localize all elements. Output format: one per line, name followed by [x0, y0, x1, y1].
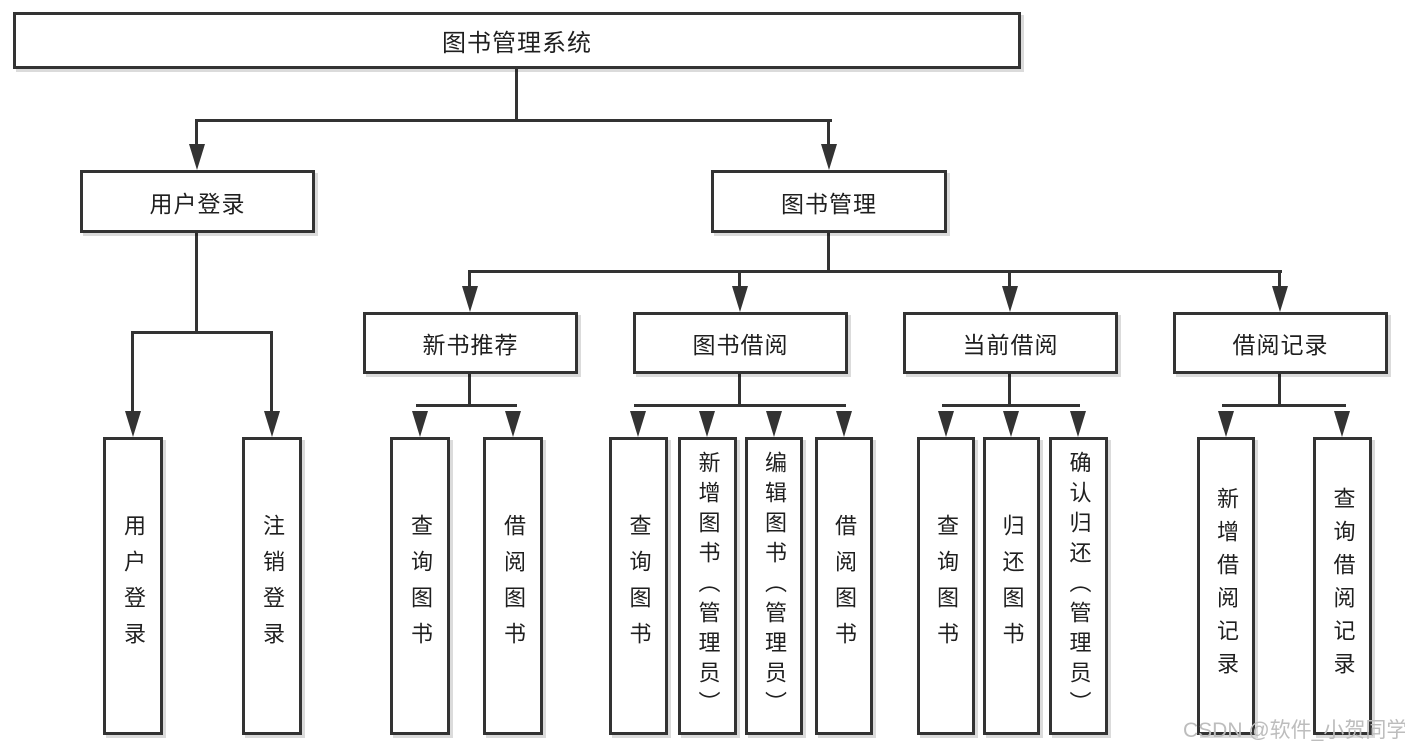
- arrow-down-icon: [732, 286, 748, 312]
- connector-line: [270, 331, 273, 411]
- node-user-login: 用户登录: [80, 170, 315, 233]
- leaf-user-login: 用户登录: [103, 437, 163, 735]
- node-current-borrow: 当前借阅: [903, 312, 1118, 374]
- connector-line: [195, 233, 198, 333]
- node-label: 编辑图书（管理员）: [762, 451, 787, 721]
- arrow-down-icon: [189, 144, 205, 170]
- connector-line: [195, 119, 832, 122]
- connector-line: [634, 404, 846, 407]
- leaf-query-books-current: 查询图书: [917, 437, 975, 735]
- watermark: CSDN @软件_小贺同学: [1183, 719, 1405, 742]
- arrow-down-icon: [821, 144, 837, 170]
- connector-line: [515, 69, 518, 121]
- node-label: 新增借阅记录: [1214, 487, 1239, 685]
- node-label: 用户登录: [149, 190, 246, 217]
- leaf-confirm-return-admin: 确认归还（管理员）: [1049, 437, 1108, 735]
- connector-line: [827, 119, 830, 146]
- node-book-management: 图书管理: [711, 170, 947, 233]
- arrow-down-icon: [766, 411, 782, 437]
- leaf-query-books-recommend: 查询图书: [390, 437, 450, 735]
- leaf-borrow-books-recommend: 借阅图书: [483, 437, 543, 735]
- leaf-borrow-books: 借阅图书: [815, 437, 873, 735]
- node-label: 用户登录: [121, 514, 146, 658]
- node-label: 查询图书: [934, 514, 959, 658]
- node-label: 查询图书: [408, 514, 433, 658]
- node-label: 图书管理系统: [442, 30, 592, 57]
- connector-line: [942, 404, 1080, 407]
- connector-line: [1278, 270, 1281, 290]
- leaf-return-books: 归还图书: [983, 437, 1040, 735]
- connector-line: [738, 374, 741, 407]
- connector-line: [738, 270, 741, 290]
- node-library-management-system: 图书管理系统: [13, 12, 1021, 69]
- arrow-down-icon: [462, 286, 478, 312]
- connector-line: [131, 331, 273, 334]
- arrow-down-icon: [264, 411, 280, 437]
- arrow-down-icon: [938, 411, 954, 437]
- arrow-down-icon: [412, 411, 428, 437]
- connector-line: [416, 404, 517, 407]
- leaf-query-borrow-record: 查询借阅记录: [1313, 437, 1372, 735]
- arrow-down-icon: [505, 411, 521, 437]
- node-label: 图书管理: [781, 190, 877, 217]
- node-label: 新增图书（管理员）: [695, 451, 721, 721]
- arrow-down-icon: [1218, 411, 1234, 437]
- leaf-logout: 注销登录: [242, 437, 302, 735]
- arrow-down-icon: [630, 411, 646, 437]
- arrow-down-icon: [699, 411, 715, 437]
- node-label: 注销登录: [260, 514, 285, 658]
- arrow-down-icon: [125, 411, 141, 437]
- node-new-book-recommend: 新书推荐: [363, 312, 578, 374]
- arrow-down-icon: [1272, 286, 1288, 312]
- connector-line: [468, 270, 471, 290]
- leaf-query-books-borrow: 查询图书: [609, 437, 668, 735]
- connector-line: [1278, 374, 1281, 407]
- node-label: 查询图书: [626, 514, 652, 658]
- node-label: 查询借阅记录: [1330, 487, 1356, 685]
- node-label: 当前借阅: [962, 332, 1059, 358]
- connector-line: [468, 374, 471, 407]
- arrow-down-icon: [1003, 411, 1019, 437]
- node-label: 归还图书: [999, 514, 1025, 658]
- connector-line: [1222, 404, 1346, 407]
- arrow-down-icon: [836, 411, 852, 437]
- node-label: 借阅记录: [1232, 332, 1329, 358]
- connector-line: [1008, 374, 1011, 407]
- leaf-edit-books-admin: 编辑图书（管理员）: [745, 437, 803, 735]
- node-label: 确认归还（管理员）: [1066, 451, 1092, 721]
- node-label: 图书借阅: [692, 332, 789, 358]
- connector-line: [827, 233, 830, 273]
- arrow-down-icon: [1070, 411, 1086, 437]
- node-borrow-records: 借阅记录: [1173, 312, 1388, 374]
- connector-line: [468, 270, 1282, 273]
- arrow-down-icon: [1334, 411, 1350, 437]
- connector-line: [1008, 270, 1011, 290]
- connector-line: [195, 119, 198, 146]
- node-label: 新书推荐: [422, 332, 519, 358]
- node-book-borrow: 图书借阅: [633, 312, 848, 374]
- node-label: 借阅图书: [832, 514, 857, 658]
- leaf-add-books-admin: 新增图书（管理员）: [678, 437, 737, 735]
- node-label: 借阅图书: [501, 514, 526, 658]
- leaf-add-borrow-record: 新增借阅记录: [1197, 437, 1255, 735]
- connector-line: [131, 331, 134, 411]
- arrow-down-icon: [1002, 286, 1018, 312]
